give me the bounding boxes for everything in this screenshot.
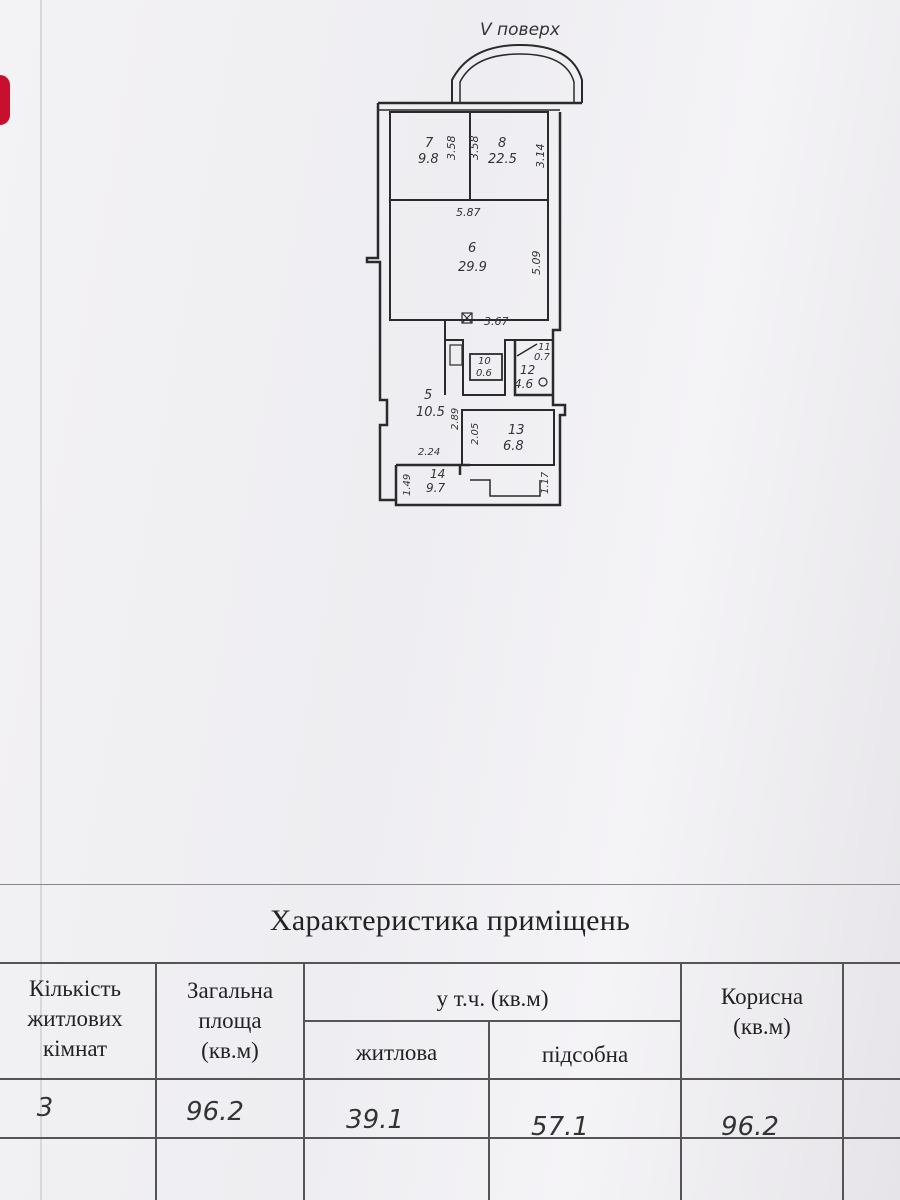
table-rule — [680, 962, 682, 1200]
dim-room14-right: 1.17 — [540, 471, 551, 494]
room-12-area: 4.6 — [514, 377, 533, 391]
dim-room6-width: 5.87 — [456, 206, 481, 219]
red-object-edge — [0, 75, 10, 125]
table-rule — [305, 1020, 680, 1022]
table-rule — [303, 962, 305, 1200]
header-useful: Корисна (кв.м) — [682, 982, 842, 1042]
plan-walls — [365, 43, 583, 507]
dim-room14-left: 1.49 — [402, 474, 413, 496]
header-total-area: Загальна площа (кв.м) — [155, 976, 305, 1066]
table-rule — [488, 1020, 490, 1200]
table-rule — [155, 962, 157, 1200]
room-14-area: 9.7 — [426, 481, 445, 495]
dim-hall-width: 2.24 — [418, 447, 440, 458]
header-total-area-line: площа — [198, 1008, 262, 1033]
dim-corridor-width: 3.67 — [484, 315, 509, 328]
table-rule — [0, 962, 900, 964]
value-living: 39.1 — [346, 1105, 404, 1135]
header-total-area-line: (кв.м) — [201, 1038, 259, 1063]
header-rooms-count-line: житлових — [27, 1006, 123, 1031]
room-8-area: 22.5 — [488, 152, 517, 167]
value-total-area: 96.2 — [186, 1097, 244, 1127]
room-14-number: 14 — [430, 467, 445, 481]
value-useful: 96.2 — [721, 1112, 779, 1142]
room-7-number: 7 — [425, 136, 434, 151]
room-5-area: 10.5 — [416, 405, 445, 420]
dimension-labels: 3.58 3.58 3.14 5.87 5.09 3.67 2.89 2.05 … — [402, 136, 551, 497]
value-rooms-count: 3 — [36, 1093, 54, 1123]
header-auxiliary: підсобна — [541, 1042, 629, 1067]
room-12-number: 12 — [520, 363, 535, 377]
dim-room6-height: 5.09 — [530, 251, 543, 276]
dim-hall-height: 2.89 — [450, 408, 461, 430]
room-11-number: 11 — [538, 342, 551, 353]
table-rule — [0, 1137, 900, 1139]
floor-label: V поверх — [480, 20, 561, 40]
room-11-area: 0.7 — [534, 352, 551, 363]
value-auxiliary: 57.1 — [531, 1112, 589, 1142]
room-7-area: 9.8 — [418, 152, 439, 167]
header-rooms-count-line: кімнат — [42, 1036, 108, 1061]
dim-room8-height-right: 3.14 — [534, 144, 547, 169]
dim-room13-height: 2.05 — [470, 423, 481, 445]
header-total-area-line: Загальна — [186, 978, 274, 1003]
floor-plan: V поверх 7 9.8 8 22. — [365, 20, 583, 507]
table-rule — [0, 1078, 900, 1080]
room-6-area: 29.9 — [458, 260, 487, 275]
room-labels: 7 9.8 8 22.5 6 29.9 5 10.5 10 0.6 11 0.7… — [416, 136, 551, 495]
header-rooms-count: Кількість житлових кімнат — [0, 974, 150, 1064]
room-10-number: 10 — [478, 356, 491, 367]
room-10-area: 0.6 — [476, 368, 492, 379]
header-living: житлова — [355, 1040, 438, 1065]
room-13-area: 6.8 — [503, 439, 524, 454]
header-rooms-count-line: Кількість — [28, 976, 121, 1001]
room-13-number: 13 — [508, 423, 525, 438]
room-8-number: 8 — [498, 136, 506, 151]
header-useful-line: (кв.м) — [733, 1014, 791, 1039]
dim-room8-height-left: 3.58 — [468, 136, 481, 161]
header-useful-line: Корисна — [720, 984, 804, 1009]
paper-fold — [40, 0, 42, 1200]
table-top-rule — [0, 884, 900, 885]
room-6-number: 6 — [468, 241, 476, 256]
header-including: у т.ч. (кв.м) — [436, 986, 549, 1011]
dim-room7-height: 3.58 — [445, 136, 458, 161]
room-5-number: 5 — [424, 388, 432, 403]
table-title: Характеристика приміщень — [269, 904, 631, 937]
table-rule — [842, 962, 844, 1200]
